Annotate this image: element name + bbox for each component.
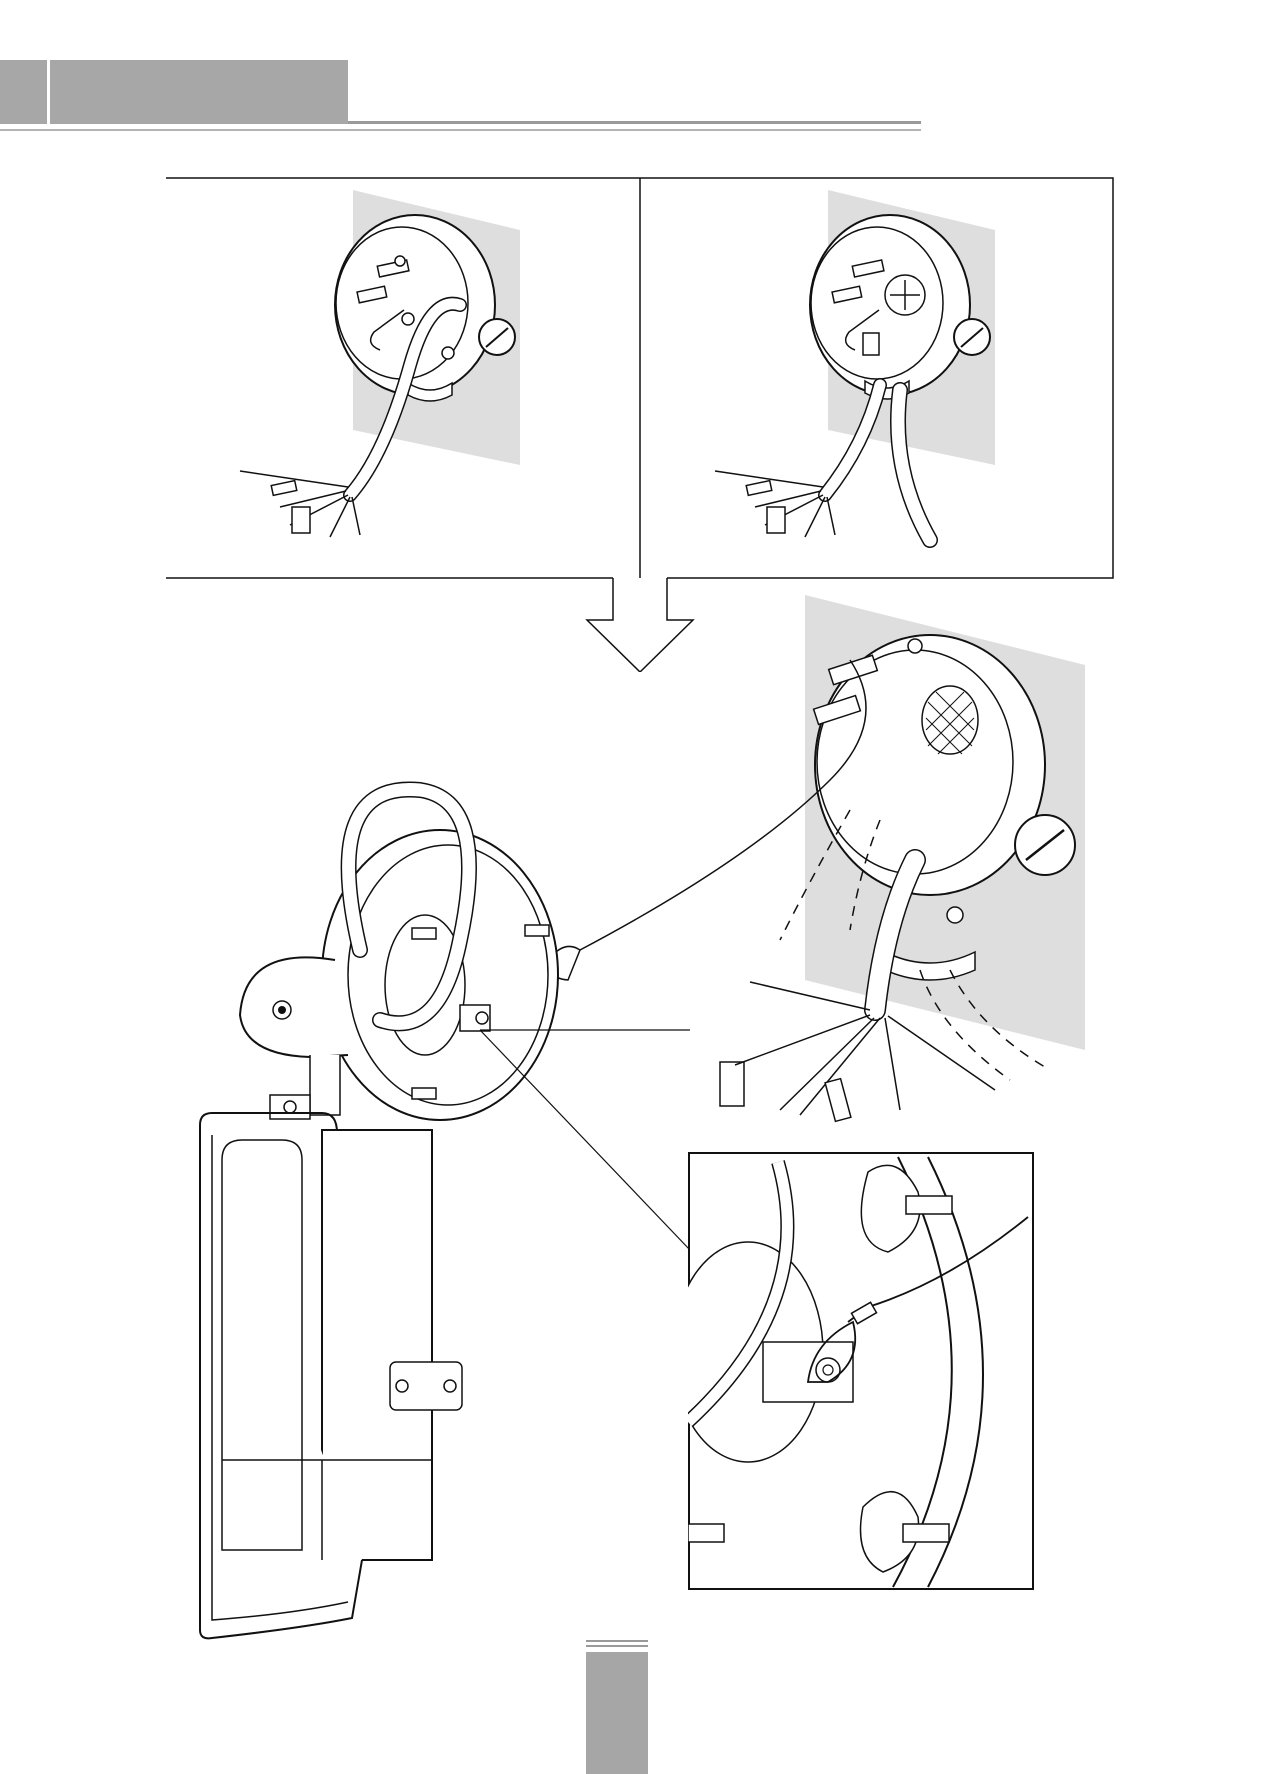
footer-page-tab [586,1640,648,1774]
safety-wire-detail [688,1152,1034,1590]
header-tab-main [50,60,348,124]
header-band [0,0,1281,140]
junction-box-step-2 [705,185,1015,565]
header-rule [348,121,921,124]
header-tab-left [0,60,47,124]
junction-box-step-1 [230,185,540,565]
